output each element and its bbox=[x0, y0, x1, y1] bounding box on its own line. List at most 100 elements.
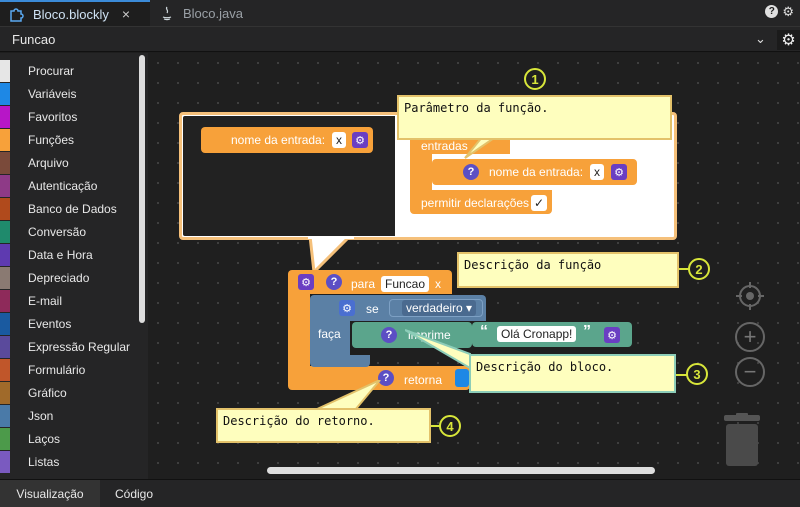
toolbox-category[interactable]: Funções bbox=[0, 128, 140, 151]
comment-block-description[interactable]: Descrição do bloco. bbox=[469, 354, 676, 393]
toolbox-category[interactable]: Banco de Dados bbox=[0, 197, 140, 220]
comment-parameter[interactable]: Parâmetro da função. bbox=[397, 95, 672, 140]
gear-icon[interactable]: ⚙ bbox=[339, 300, 355, 316]
allow-statements-checkbox[interactable]: ✓ bbox=[531, 195, 548, 211]
category-label: Favoritos bbox=[28, 109, 78, 124]
puzzle-icon bbox=[8, 5, 26, 23]
tab-codigo[interactable]: Código bbox=[114, 487, 154, 501]
callout-line bbox=[679, 268, 689, 270]
help-icon[interactable]: ? bbox=[765, 5, 779, 18]
category-label: Conversão bbox=[28, 224, 87, 239]
close-icon[interactable]: × bbox=[121, 6, 130, 22]
zoom-in-icon[interactable]: + bbox=[735, 322, 765, 352]
help-circle-icon[interactable]: ? bbox=[381, 327, 397, 343]
tab-bloco-blockly[interactable]: Bloco.blockly × bbox=[0, 0, 150, 26]
category-label: Expressão Regular bbox=[28, 339, 131, 354]
help-circle-icon[interactable]: ? bbox=[378, 370, 394, 386]
do-label: faça bbox=[318, 327, 341, 341]
zoom-out-icon[interactable]: − bbox=[735, 357, 765, 387]
callout-line bbox=[676, 374, 688, 376]
category-color-swatch bbox=[0, 358, 10, 381]
string-value[interactable]: Olá Cronapp! bbox=[497, 326, 577, 342]
category-color-swatch bbox=[0, 266, 10, 289]
tab-label: Bloco.java bbox=[183, 5, 243, 21]
function-block-side bbox=[288, 294, 310, 366]
function-selector[interactable]: Funcao ⌄ ⚙ bbox=[0, 26, 800, 52]
comment-function-description[interactable]: Descrição da função bbox=[457, 252, 679, 288]
category-color-swatch bbox=[0, 335, 10, 358]
toolbox-category[interactable]: Autenticação bbox=[0, 174, 140, 197]
callout-badge-2: 2 bbox=[688, 258, 710, 280]
toolbox-category[interactable]: Gráfico bbox=[0, 381, 140, 404]
trash-icon[interactable] bbox=[722, 413, 762, 468]
toolbox-category[interactable]: Expressão Regular bbox=[0, 335, 140, 358]
if-block-side bbox=[310, 321, 350, 355]
category-label: Laços bbox=[28, 431, 61, 446]
gear-icon[interactable]: ⚙ bbox=[777, 30, 800, 50]
workspace-scrollbar[interactable] bbox=[267, 467, 655, 474]
help-circle-icon[interactable]: ? bbox=[326, 274, 342, 290]
comment-function-text: Descrição da função bbox=[464, 258, 602, 272]
category-color-swatch bbox=[0, 404, 10, 427]
function-selector-value: Funcao bbox=[12, 32, 56, 47]
close-quote-icon: ” bbox=[583, 323, 591, 340]
category-label: Procurar bbox=[28, 63, 75, 78]
callout-badge-1: 1 bbox=[524, 68, 546, 90]
mutator-bubble-tail bbox=[308, 236, 354, 276]
toolbox-category[interactable]: Listas bbox=[0, 450, 140, 473]
category-color-swatch bbox=[0, 174, 10, 197]
category-label: Autenticação bbox=[28, 178, 98, 193]
if-label: se bbox=[366, 302, 379, 316]
callout-badge-3: 3 bbox=[686, 363, 708, 385]
toolbox-category[interactable]: Favoritos bbox=[0, 105, 140, 128]
comment-parameter-text: Parâmetro da função. bbox=[404, 101, 549, 115]
toolbox-category[interactable]: E-mail bbox=[0, 289, 140, 312]
comment-return-description[interactable]: Descrição do retorno. bbox=[216, 408, 431, 443]
gear-icon[interactable]: ⚙ bbox=[611, 164, 627, 180]
category-label: Funções bbox=[28, 132, 75, 147]
callout-badge-4: 4 bbox=[439, 415, 461, 437]
mutator-input-value[interactable]: x bbox=[590, 164, 604, 180]
toolbox-category[interactable]: Eventos bbox=[0, 312, 140, 335]
chevron-down-icon[interactable]: ⌄ bbox=[755, 31, 766, 46]
settings-gear-icon[interactable]: ⚙ bbox=[782, 4, 794, 19]
category-color-swatch bbox=[0, 243, 10, 266]
toolbox-category[interactable]: Json bbox=[0, 404, 140, 427]
category-label: Arquivo bbox=[28, 155, 69, 170]
category-color-swatch bbox=[0, 450, 10, 473]
toolbox-category[interactable]: Formulário bbox=[0, 358, 140, 381]
toolbox-category[interactable]: Conversão bbox=[0, 220, 140, 243]
inputs-label: entradas bbox=[421, 139, 468, 153]
toolbox-category[interactable]: Procurar bbox=[0, 59, 140, 82]
category-label: Gráfico bbox=[28, 385, 67, 400]
recenter-icon[interactable] bbox=[734, 280, 766, 312]
category-label: Formulário bbox=[28, 362, 86, 377]
java-icon bbox=[158, 4, 176, 22]
mutator-input-label: nome da entrada: bbox=[489, 165, 584, 179]
gear-icon[interactable]: ⚙ bbox=[604, 327, 620, 343]
help-circle-icon[interactable]: ? bbox=[463, 164, 479, 180]
flyout-input-value[interactable]: x bbox=[332, 132, 346, 148]
allow-statements-label: permitir declarações bbox=[421, 196, 530, 210]
toolbox-category[interactable]: Variáveis bbox=[0, 82, 140, 105]
category-label: Eventos bbox=[28, 316, 72, 331]
gear-icon[interactable]: ⚙ bbox=[298, 274, 314, 290]
category-color-swatch bbox=[0, 289, 10, 312]
toolbox-category[interactable]: Depreciado bbox=[0, 266, 140, 289]
tab-bloco-java[interactable]: Bloco.java bbox=[150, 0, 280, 26]
mutator-container-bottom bbox=[410, 190, 552, 214]
function-name-field[interactable]: Funcao bbox=[381, 276, 430, 292]
category-color-swatch bbox=[0, 59, 10, 82]
tab-visualizacao[interactable]: Visualização bbox=[0, 480, 100, 507]
toolbox-scrollbar[interactable] bbox=[139, 55, 145, 323]
toolbox-category[interactable]: Arquivo bbox=[0, 151, 140, 174]
category-color-swatch bbox=[0, 151, 10, 174]
category-label: Data e Hora bbox=[28, 247, 93, 262]
gear-icon[interactable]: ⚙ bbox=[352, 132, 368, 148]
toolbox-category[interactable]: Laços bbox=[0, 427, 140, 450]
condition-dropdown[interactable]: verdadeiro ▾ bbox=[402, 300, 477, 316]
toolbox-category[interactable]: Data e Hora bbox=[0, 243, 140, 266]
editor-tab-bar: Bloco.blockly × Bloco.java ? ⚙ bbox=[0, 0, 800, 26]
return-input-connector[interactable] bbox=[455, 369, 469, 387]
